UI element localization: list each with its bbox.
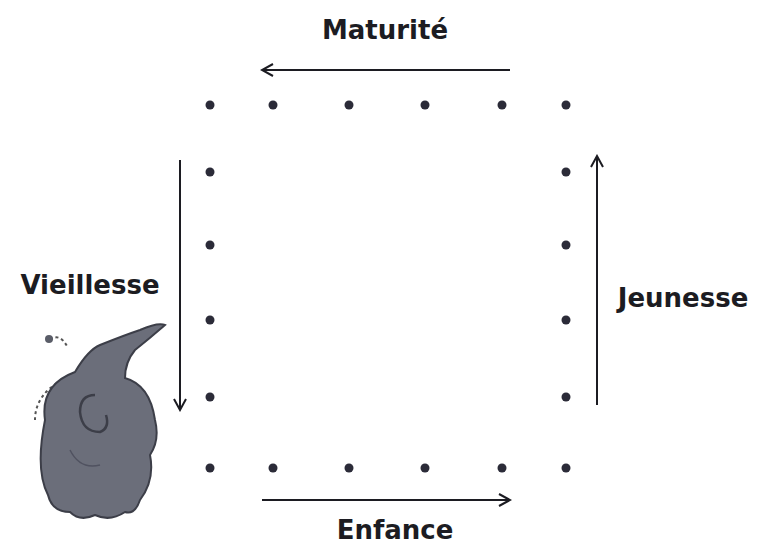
creature-illustration	[35, 324, 165, 518]
phase-label: Maturité	[322, 16, 448, 45]
dot-square	[206, 101, 571, 473]
phase-arrows	[180, 70, 597, 500]
phase-label: Jeunesse	[618, 284, 749, 313]
phase-label: Enfance	[337, 516, 454, 545]
phase-label: Vieillesse	[20, 271, 159, 300]
